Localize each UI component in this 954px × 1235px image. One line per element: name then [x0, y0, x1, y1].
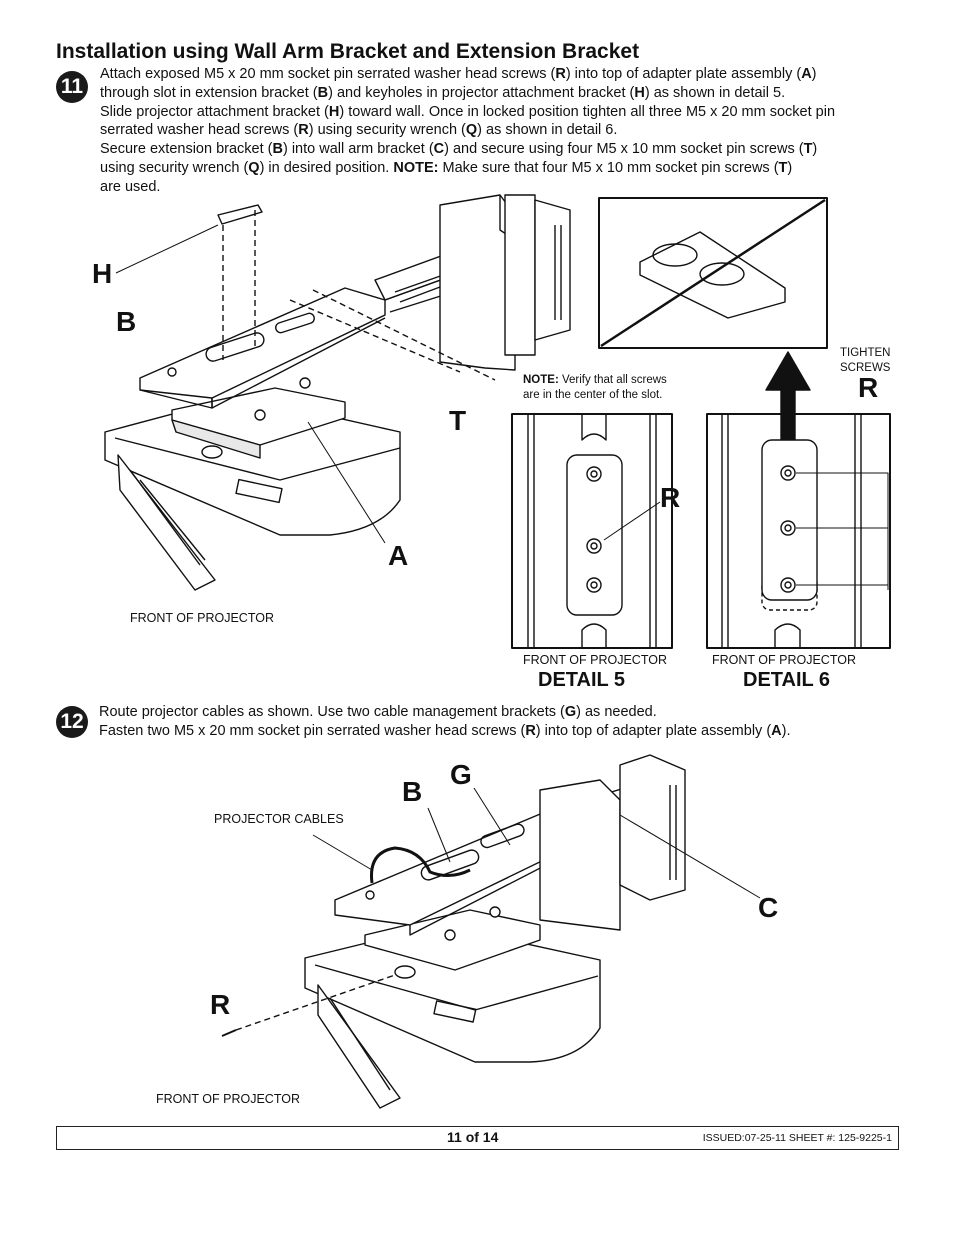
callout-r-2: R — [210, 989, 231, 1020]
note-label: NOTE: — [523, 374, 559, 386]
screws-line: SCREWS — [840, 362, 891, 374]
note-text: Verify that all screws — [558, 374, 667, 386]
figure-1-assembly — [104, 194, 571, 591]
callout-g: G — [450, 759, 472, 790]
slot-note: NOTE: Verify that all screws are in the … — [523, 373, 667, 403]
step-12-line: Route projector cables as shown. Use two… — [99, 704, 657, 720]
callout-t: T — [449, 405, 467, 436]
step-11-line: Slide projector attachment bracket (H) t… — [100, 103, 836, 120]
step-11-badge: 11 — [56, 71, 88, 103]
detail-6-title: DETAIL 6 — [743, 669, 831, 691]
page-footer: 11 of 14 ISSUED:07-25-11 SHEET #: 125-92… — [56, 1126, 899, 1150]
callout-h: H — [92, 258, 113, 289]
step-11-line: are used. — [100, 178, 161, 195]
callout-c: C — [758, 892, 779, 923]
tighten-line: TIGHTEN — [840, 347, 891, 359]
step-12-line: Fasten two M5 x 20 mm socket pin serrate… — [99, 722, 791, 739]
step-11-line: Secure extension bracket (B) into wall a… — [100, 141, 818, 158]
front-of-projector-label: FRONT OF PROJECTOR — [130, 611, 274, 625]
detail-6-figure — [706, 413, 891, 649]
detail-5-title: DETAIL 5 — [538, 669, 626, 691]
projector-cables-label: PROJECTOR CABLES — [214, 812, 344, 826]
step-11-line: through slot in extension bracket (B) an… — [100, 84, 786, 101]
page-title: Installation using Wall Arm Bracket and … — [56, 40, 640, 63]
issue-info: ISSUED:07-25-11 SHEET #: 125-9225-1 — [702, 1132, 892, 1144]
callout-b: B — [116, 306, 137, 337]
callout-a: A — [388, 540, 409, 571]
tighten-screws-label: TIGHTEN SCREWS — [840, 346, 890, 376]
detail-6-callout-r: R — [858, 372, 879, 403]
step-11-line: using security wrench (Q) in desired pos… — [100, 159, 793, 176]
detail-6-front-label: FRONT OF PROJECTOR — [712, 653, 856, 667]
callout-b-2: B — [402, 776, 423, 807]
step-11-line: serrated washer head screws (R) using se… — [100, 122, 618, 139]
note-text-line2: are in the center of the slot. — [523, 389, 663, 401]
detail-5-figure — [511, 413, 673, 649]
step-11-line: Attach exposed M5 x 20 mm socket pin ser… — [100, 66, 817, 82]
incorrect-plate-box — [598, 197, 828, 349]
page-number: 11 of 14 — [447, 1129, 499, 1145]
detail-5-callout-r: R — [660, 482, 681, 513]
figure-2-assembly — [221, 754, 761, 1109]
front-of-projector-label-2: FRONT OF PROJECTOR — [156, 1092, 300, 1106]
step-12-badge: 12 — [56, 706, 88, 738]
detail-5-front-label: FRONT OF PROJECTOR — [523, 653, 667, 667]
step-12-instructions: Route projector cables as shown. Use two… — [99, 703, 791, 741]
step-11-instructions: Attach exposed M5 x 20 mm socket pin ser… — [100, 65, 835, 197]
